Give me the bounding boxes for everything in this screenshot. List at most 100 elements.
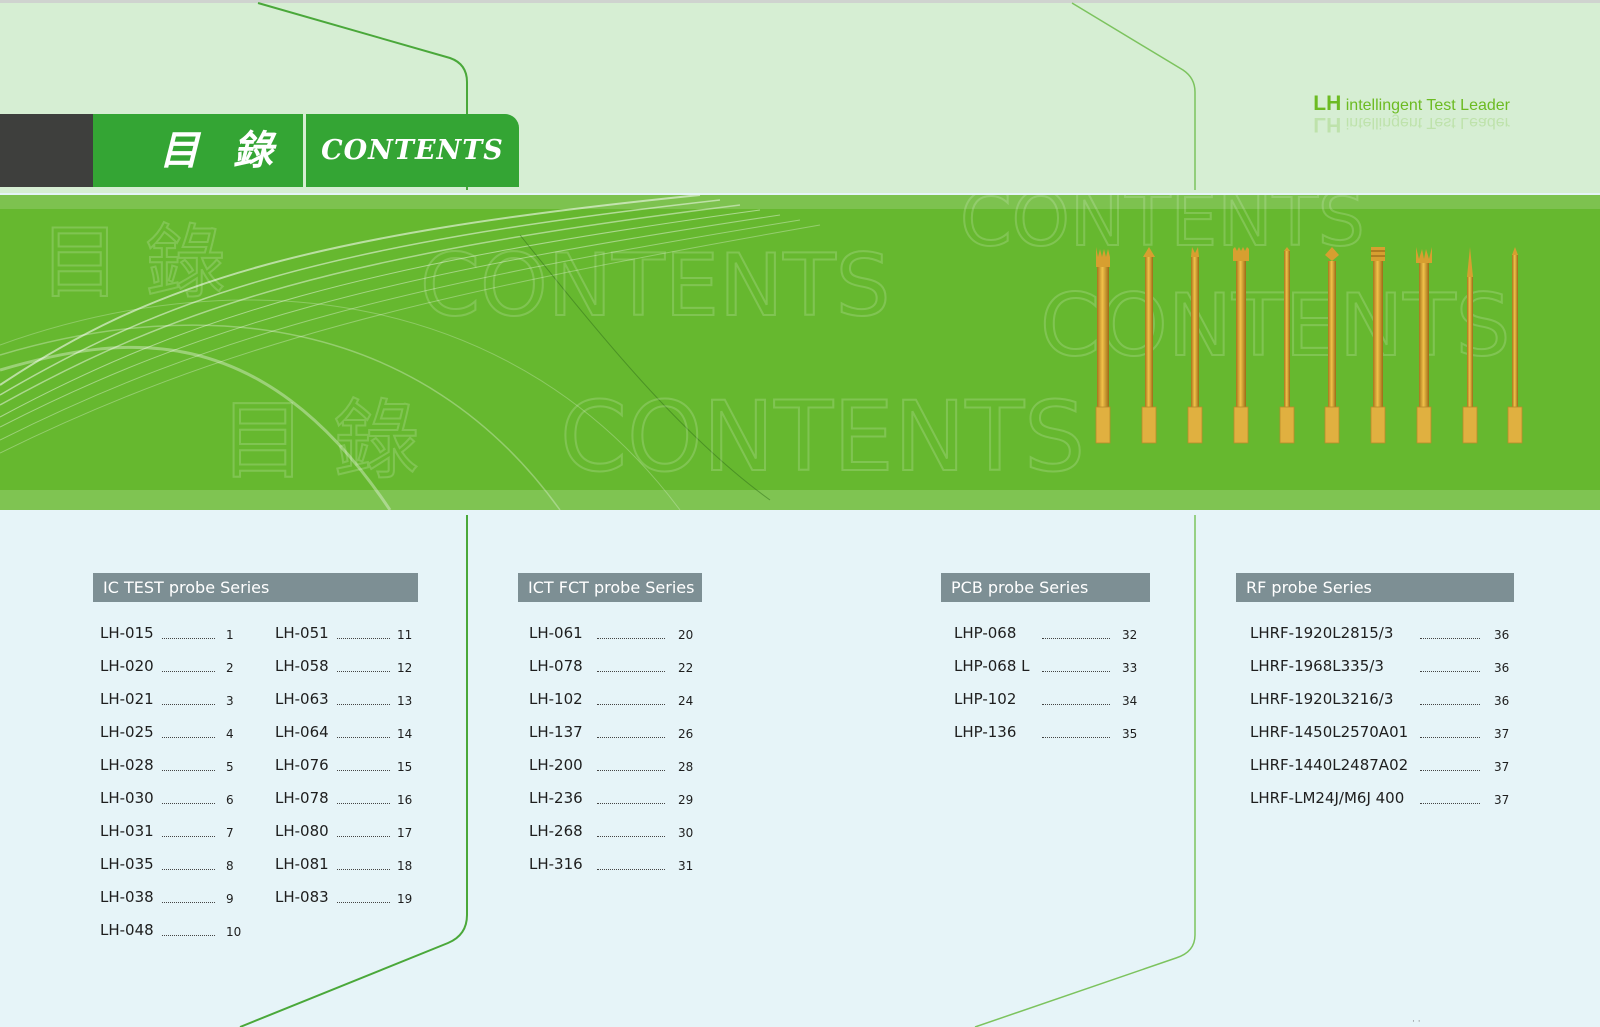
dot-leader [597, 836, 665, 837]
entry-code: LH-021 [100, 690, 154, 708]
page-title-chinese: 目 錄 [159, 127, 283, 174]
entry-page-number: 35 [1122, 727, 1138, 741]
brand-tagline: intellingent Test Leader [1345, 97, 1510, 114]
entry-page-number: 31 [678, 859, 694, 873]
section-header: PCB probe Series [941, 573, 1150, 602]
entry-code: LHP-068 [954, 624, 1017, 642]
probe-image [1324, 247, 1340, 444]
header-green-block-cn [93, 114, 303, 187]
toc-entry[interactable]: LH-316 31 [529, 855, 702, 877]
entry-code: LH-031 [100, 822, 154, 840]
brand-logo: LH intellingent Test Leader LH intelling… [1313, 92, 1510, 136]
entry-code: LH-020 [100, 657, 154, 675]
entry-page-number: 26 [678, 727, 694, 741]
entry-code: LH-137 [529, 723, 583, 741]
toc-entry[interactable]: LH-102 24 [529, 690, 702, 712]
dot-leader [1420, 737, 1480, 738]
dot-leader [597, 803, 665, 804]
toc-entry[interactable]: LHP-068 32 [954, 624, 1146, 646]
entry-code: LH-081 [275, 855, 329, 873]
probe-image [1095, 247, 1111, 444]
dot-leader [337, 770, 390, 771]
entry-code: LH-061 [529, 624, 583, 642]
entry-page-number: 15 [397, 760, 413, 774]
entry-code: LH-035 [100, 855, 154, 873]
footer-mark: · · [1412, 1017, 1421, 1027]
toc-entry[interactable]: LH-076 15 [275, 756, 421, 778]
dot-leader [162, 935, 215, 936]
dot-leader [337, 902, 390, 903]
dot-leader [162, 803, 215, 804]
entry-page-number: 37 [1494, 727, 1510, 741]
entry-code: LH-236 [529, 789, 583, 807]
dot-leader [162, 671, 215, 672]
entry-page-number: 11 [397, 628, 413, 642]
wave-lines [0, 195, 821, 510]
entry-code: LH-048 [100, 921, 154, 939]
toc-entry[interactable]: LH-137 26 [529, 723, 702, 745]
toc-entry[interactable]: LH-028 5 [100, 756, 250, 778]
entry-page-number: 5 [226, 760, 234, 774]
svg-text:目 錄: 目 錄 [40, 216, 225, 309]
section-header: RF probe Series [1236, 573, 1514, 602]
entry-code: LH-102 [529, 690, 583, 708]
entry-page-number: 24 [678, 694, 694, 708]
entry-page-number: 1 [226, 628, 234, 642]
entry-page-number: 36 [1494, 661, 1510, 675]
dot-leader [162, 770, 215, 771]
entry-code: LH-078 [529, 657, 583, 675]
entry-code: LH-200 [529, 756, 583, 774]
entry-code: LH-038 [100, 888, 154, 906]
entry-page-number: 29 [678, 793, 694, 807]
entry-code: LH-083 [275, 888, 329, 906]
svg-text:目 錄: 目 錄 [220, 391, 419, 491]
dot-leader [162, 836, 215, 837]
dot-leader [337, 737, 390, 738]
entry-code: LHRF-1920L3216/3 [1250, 690, 1394, 708]
probe-image [1462, 247, 1478, 444]
entry-page-number: 32 [1122, 628, 1138, 642]
toc-entry[interactable]: LH-236 29 [529, 789, 702, 811]
probe-image [1233, 247, 1249, 444]
entry-code: LH-028 [100, 756, 154, 774]
entry-page-number: 28 [678, 760, 694, 774]
entry-code: LH-268 [529, 822, 583, 840]
entry-code: LH-076 [275, 756, 329, 774]
toc-entry[interactable]: LH-200 28 [529, 756, 702, 778]
dot-leader [1420, 671, 1480, 672]
entry-code: LH-316 [529, 855, 583, 873]
probe-image [1187, 247, 1203, 444]
entry-code: LH-064 [275, 723, 329, 741]
entry-page-number: 34 [1122, 694, 1138, 708]
